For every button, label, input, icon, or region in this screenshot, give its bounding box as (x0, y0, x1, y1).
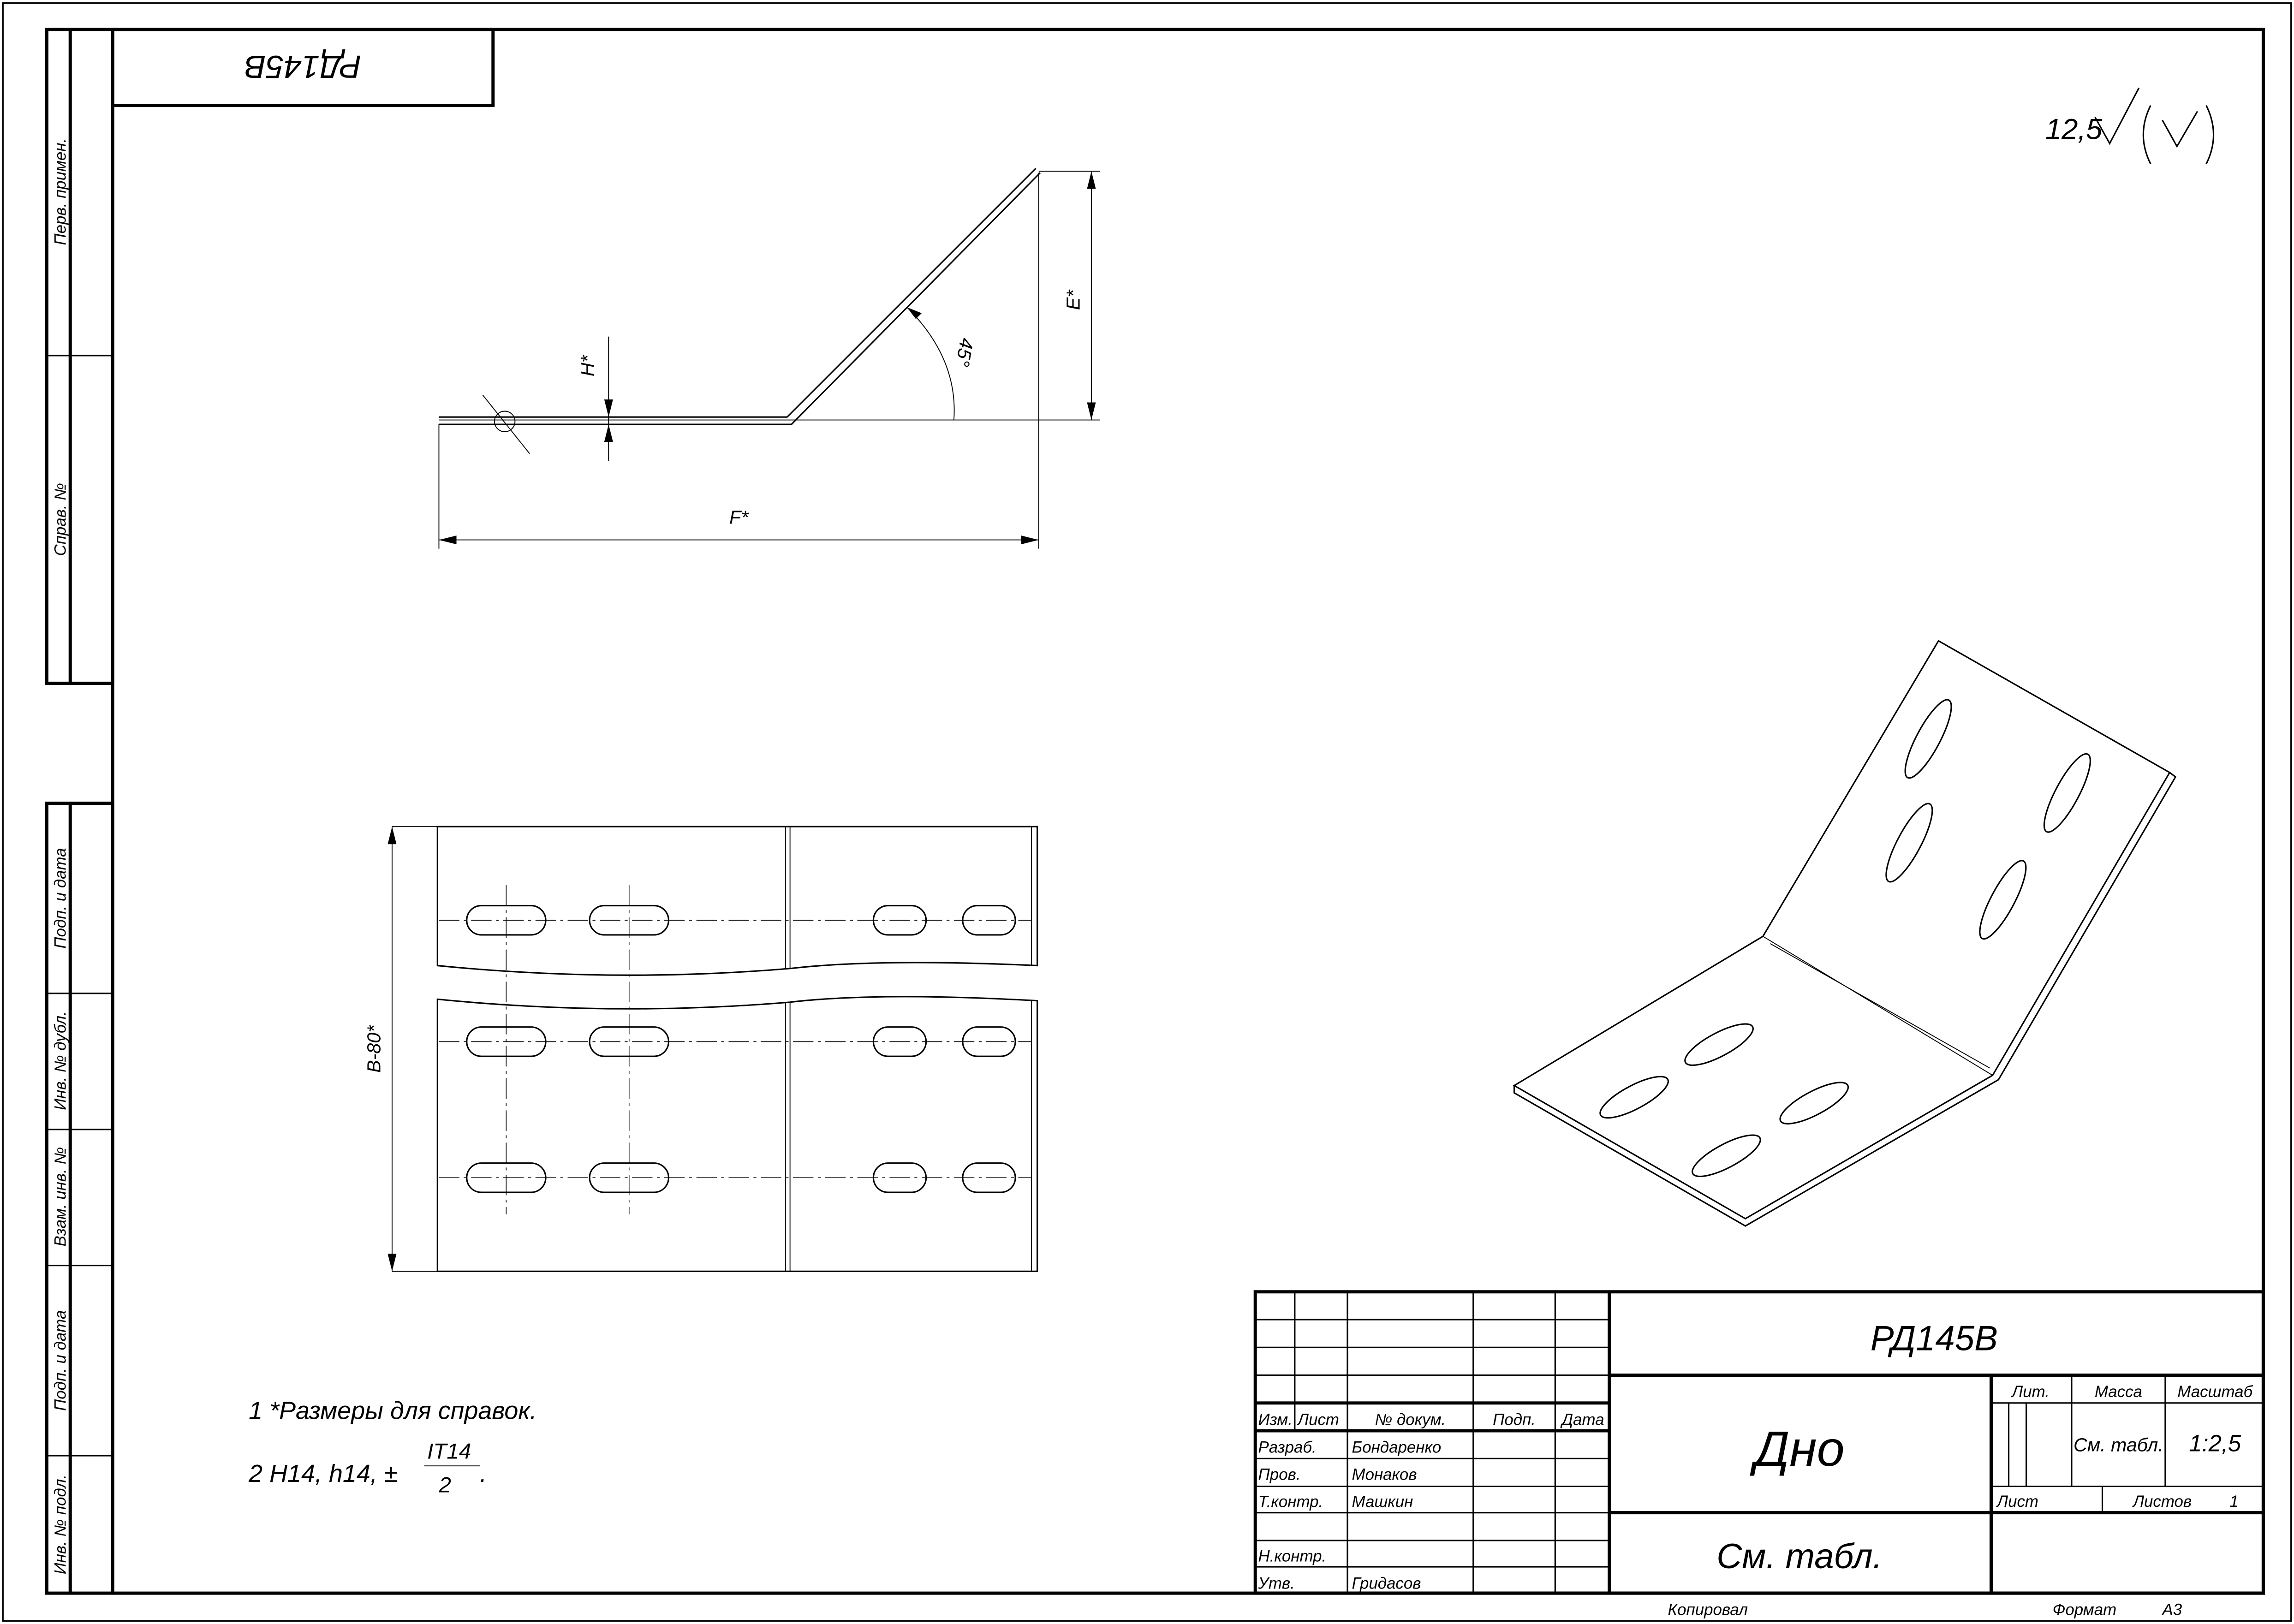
note-2: 2 H14, h14, ± (248, 1460, 398, 1487)
dim-h: H* (577, 354, 598, 376)
dim-e: E* (1063, 289, 1084, 310)
slot (1692, 1134, 1761, 1178)
hdr-sign: Подп. (1493, 1410, 1536, 1428)
rotated-designation: РД145В (244, 49, 361, 85)
scale-label: Масштаб (2177, 1383, 2253, 1401)
role-label: Разраб. (1258, 1439, 1317, 1457)
side-strip: Перв. примен. Справ. № Подп. и дата Инв.… (45, 28, 114, 1595)
hdr-doc: № докум. (1375, 1410, 1446, 1428)
dim-f: F* (729, 507, 749, 528)
role-name: Бондаренко (1352, 1439, 1442, 1457)
strip-label: Инв. № подл. (52, 1475, 70, 1574)
role-label: Н.контр. (1258, 1547, 1327, 1565)
hdr-list: Лист (1297, 1410, 1339, 1428)
strip-label: Взам. инв. № (52, 1147, 70, 1247)
slot (1779, 1082, 1849, 1124)
note-1: 1 *Размеры для справок. (249, 1397, 537, 1425)
sheet-label: Лист (1996, 1493, 2038, 1511)
roughness-value: 12,5 (2045, 113, 2103, 146)
plan-view: B-80* (363, 826, 1038, 1272)
note-2-dot: . (480, 1460, 487, 1487)
hdr-izm: Изм. (1258, 1410, 1293, 1428)
roughness-symbol: 12,5 (2045, 87, 2215, 165)
rotated-designation-box (111, 28, 495, 107)
lit-label: Лит. (2011, 1383, 2050, 1401)
note-2-numerator: IT14 (427, 1439, 471, 1463)
material: См. табл. (1716, 1537, 1883, 1576)
format-label: Формат (2053, 1601, 2116, 1619)
strip-label: Инв. № дубл. (52, 1011, 70, 1110)
slot (1885, 803, 1933, 883)
slot (2043, 753, 2091, 833)
isometric-view (1513, 640, 2177, 1227)
hdr-date: Дата (1560, 1410, 1604, 1428)
slot (1904, 699, 1952, 779)
angle-45: 45° (952, 336, 977, 368)
strip-label: Перв. примен. (52, 138, 70, 245)
slot (1599, 1076, 1669, 1119)
role-name: Монаков (1352, 1466, 1417, 1484)
role-label: Пров. (1258, 1466, 1301, 1484)
format-value: А3 (2162, 1601, 2182, 1619)
slot (1979, 860, 2027, 940)
sheets-label: Листов (2132, 1493, 2192, 1511)
mass-label: Масса (2095, 1383, 2142, 1401)
strip-label: Подп. и дата (52, 1310, 70, 1411)
strip-label: Справ. № (52, 483, 70, 556)
role-name: Машкин (1352, 1493, 1413, 1511)
role-label: Т.контр. (1258, 1493, 1323, 1511)
slot (1684, 1023, 1754, 1066)
copied-label: Копировал (1668, 1601, 1748, 1619)
notes: 1 *Размеры для справок. 2 H14, h14, ± IT… (248, 1397, 537, 1498)
note-2-denominator: 2 (438, 1473, 451, 1497)
inner-frame (111, 28, 2265, 1595)
title-block: РД145В Дно См. табл. Изм. Лист № докум. … (1253, 1290, 2265, 1595)
side-view: E* F* H* 45° (438, 167, 1101, 549)
dim-b: B-80* (363, 1024, 385, 1073)
role-name: Гридасов (1352, 1575, 1421, 1593)
mass-value: См. табл. (2074, 1434, 2163, 1455)
scale-value: 1:2,5 (2189, 1430, 2241, 1456)
designation: РД145В (1871, 1319, 1998, 1358)
strip-label: Подп. и дата (52, 848, 70, 948)
role-label: Утв. (1258, 1575, 1295, 1593)
sheets-value: 1 (2229, 1493, 2238, 1511)
part-name: Дно (1750, 1421, 1844, 1476)
